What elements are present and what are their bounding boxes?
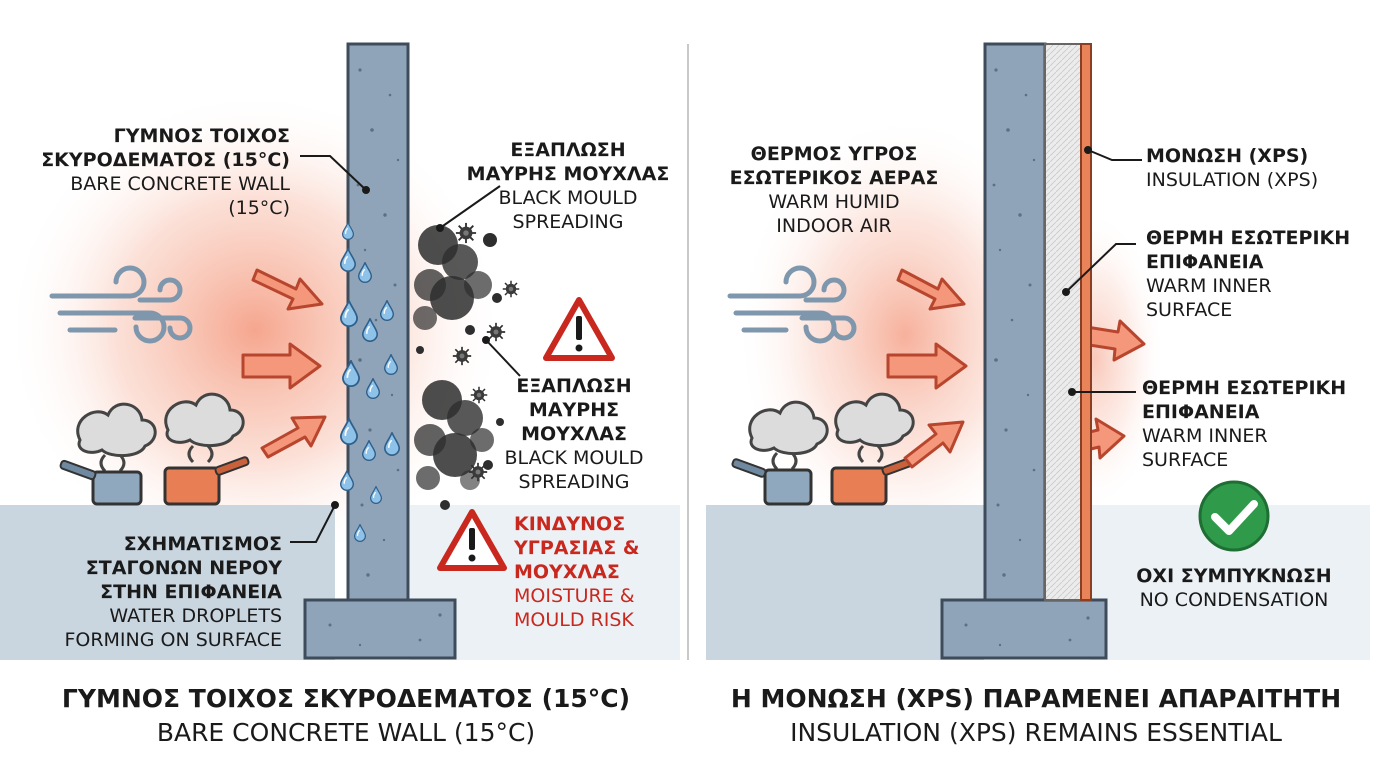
no-condensation-label: ΟΧΙ ΣΥΜΠΥΚΝΩΣΗ NO CONDENSATION: [1124, 564, 1344, 612]
warm-humid-air-label: ΘΕΡΜΟΣ ΥΓΡΟΣ ΕΣΩΤΕΡΙΚΟΣ ΑΕΡΑΣ WARM HUMID…: [714, 142, 954, 238]
black-mould-clusters: [413, 225, 504, 510]
warm-inner-surface-label-1: ΘΕΡΜΗ ΕΣΩΤΕΡΙΚΗ ΕΠΙΦΑΝΕΙΑ WARM INNER SUR…: [1146, 226, 1372, 322]
warm-surface-1-gr: ΘΕΡΜΗ ΕΣΩΤΕΡΙΚΗ ΕΠΙΦΑΝΕΙΑ: [1146, 227, 1351, 273]
floor-band: [0, 505, 335, 660]
right-caption-gr: Η ΜΟΝΩΣΗ (XPS) ΠΑΡΑΜΕΝΕΙ ΑΠΑΡΑΙΤΗΤΗ: [730, 684, 1342, 713]
check-circle-icon: [1198, 480, 1270, 552]
wind-icon: [49, 265, 193, 344]
arrow-upper: [251, 268, 324, 311]
arrow-upper: [896, 268, 966, 311]
mould-top-gr: ΕΞΑΠΛΩΣΗ ΜΑΥΡΗΣ ΜΟΥΧΛΑΣ: [466, 139, 670, 185]
bare-concrete-wall: [303, 42, 457, 660]
bare-wall-label-en: BARE CONCRETE WALL (15°C): [70, 173, 290, 219]
risk-en: MOISTURE & MOULD RISK: [514, 585, 635, 631]
left-caption: ΓΥΜΝΟΣ ΤΟΙΧΟΣ ΣΚΥΡΟΔΕΜΑΤΟΣ (15°C) BARE C…: [26, 682, 666, 750]
floor-band: [706, 505, 984, 660]
droplets-gr: ΣΧΗΜΑΤΙΣΜΟΣ ΣΤΑΓΟΝΩΝ ΝΕΡΟΥ ΣΤΗΝ ΕΠΙΦΑΝΕΙ…: [85, 533, 282, 603]
air-en: WARM HUMID INDOOR AIR: [768, 191, 900, 237]
left-panel-art: [0, 42, 680, 660]
xps-insulation-layer: [1044, 43, 1082, 601]
water-droplets-label: ΣΧΗΜΑΤΙΣΜΟΣ ΣΤΑΓΟΝΩΝ ΝΕΡΟΥ ΣΤΗΝ ΕΠΙΦΑΝΕΙ…: [20, 532, 282, 652]
bare-wall-label-gr: ΓΥΜΝΟΣ ΤΟΙΧΟΣ ΣΚΥΡΟΔΕΜΑΤΟΣ (15°C): [41, 125, 290, 171]
mould-mid-en: BLACK MOULD SPREADING: [504, 447, 644, 493]
warm-air-arrows: [241, 268, 327, 459]
air-gr: ΘΕΡΜΟΣ ΥΓΡΟΣ ΕΣΩΤΕΡΙΚΟΣ ΑΕΡΑΣ: [729, 143, 939, 189]
leader-lines: [1062, 146, 1142, 396]
right-caption-en: INSULATION (XPS) REMAINS ESSENTIAL: [790, 718, 1282, 747]
no-condensation-en: NO CONDENSATION: [1139, 589, 1329, 611]
insulation-gr: ΜΟΝΩΣΗ (XPS): [1146, 145, 1309, 167]
warm-inner-surface-label-2: ΘΕΡΜΗ ΕΣΩΤΕΡΙΚΗ ΕΠΙΦΑΝΕΙΑ WARM INNER SUR…: [1142, 376, 1372, 472]
arrow-lower: [903, 420, 965, 469]
warning-triangle-icon: [543, 297, 615, 361]
mould-top-en: BLACK MOULD SPREADING: [498, 187, 638, 233]
leader-lines: [290, 155, 521, 543]
left-caption-gr: ΓΥΜΝΟΣ ΤΟΙΧΟΣ ΣΚΥΡΟΔΕΜΑΤΟΣ (15°C): [61, 684, 631, 713]
bare-wall-label: ΓΥΜΝΟΣ ΤΟΙΧΟΣ ΣΚΥΡΟΔΕΜΑΤΟΣ (15°C) BARE C…: [40, 124, 290, 220]
warm-surface-2-gr: ΘΕΡΜΗ ΕΣΩΤΕΡΙΚΗ ΕΠΙΦΑΝΕΙΑ: [1142, 377, 1347, 423]
right-caption: Η ΜΟΝΩΣΗ (XPS) ΠΑΡΑΜΕΝΕΙ ΑΠΑΡΑΙΤΗΤΗ INSU…: [716, 682, 1356, 750]
mould-spreading-label-top: ΕΞΑΠΛΩΣΗ ΜΑΥΡΗΣ ΜΟΥΧΛΑΣ BLACK MOULD SPRE…: [458, 138, 678, 234]
moisture-risk-label: ΚΙΝΔΥΝΟΣ ΥΓΡΑΣΙΑΣ & ΜΟΥΧΛΑΣ MOISTURE & M…: [514, 512, 674, 632]
mould-mid-gr: ΕΞΑΠΛΩΣΗ ΜΑΥΡΗΣ ΜΟΥΧΛΑΣ: [516, 375, 632, 445]
insulation-xps-label: ΜΟΝΩΣΗ (XPS) INSULATION (XPS): [1146, 144, 1366, 192]
warm-surface-2-en: WARM INNER SURFACE: [1142, 425, 1268, 471]
right-panel-art: [706, 42, 1370, 660]
arrow-middle: [241, 342, 322, 390]
warning-triangle-icon: [437, 509, 507, 571]
steaming-pot-icon: [59, 402, 157, 506]
steaming-pot-icon: [830, 392, 917, 506]
wind-icon: [727, 265, 857, 344]
steaming-pot-icon: [731, 400, 829, 506]
risk-gr: ΚΙΝΔΥΝΟΣ ΥΓΡΑΣΙΑΣ & ΜΟΥΧΛΑΣ: [514, 513, 640, 583]
inner-finish-layer: [1080, 43, 1092, 601]
arrow-lower: [260, 415, 327, 459]
steaming-pot-icon: [163, 392, 250, 506]
no-condensation-gr: ΟΧΙ ΣΥΜΠΥΚΝΩΣΗ: [1136, 565, 1332, 587]
mould-spreading-label-mid: ΕΞΑΠΛΩΣΗ ΜΑΥΡΗΣ ΜΟΥΧΛΑΣ BLACK MOULD SPRE…: [494, 374, 654, 494]
insulated-concrete-wall: [940, 42, 1108, 660]
arrow-middle: [886, 342, 968, 390]
left-caption-en: BARE CONCRETE WALL (15°C): [156, 718, 536, 747]
insulation-en: INSULATION (XPS): [1146, 169, 1319, 191]
droplets-en: WATER DROPLETS FORMING ON SURFACE: [64, 605, 282, 651]
warm-surface-1-en: WARM INNER SURFACE: [1146, 275, 1272, 321]
